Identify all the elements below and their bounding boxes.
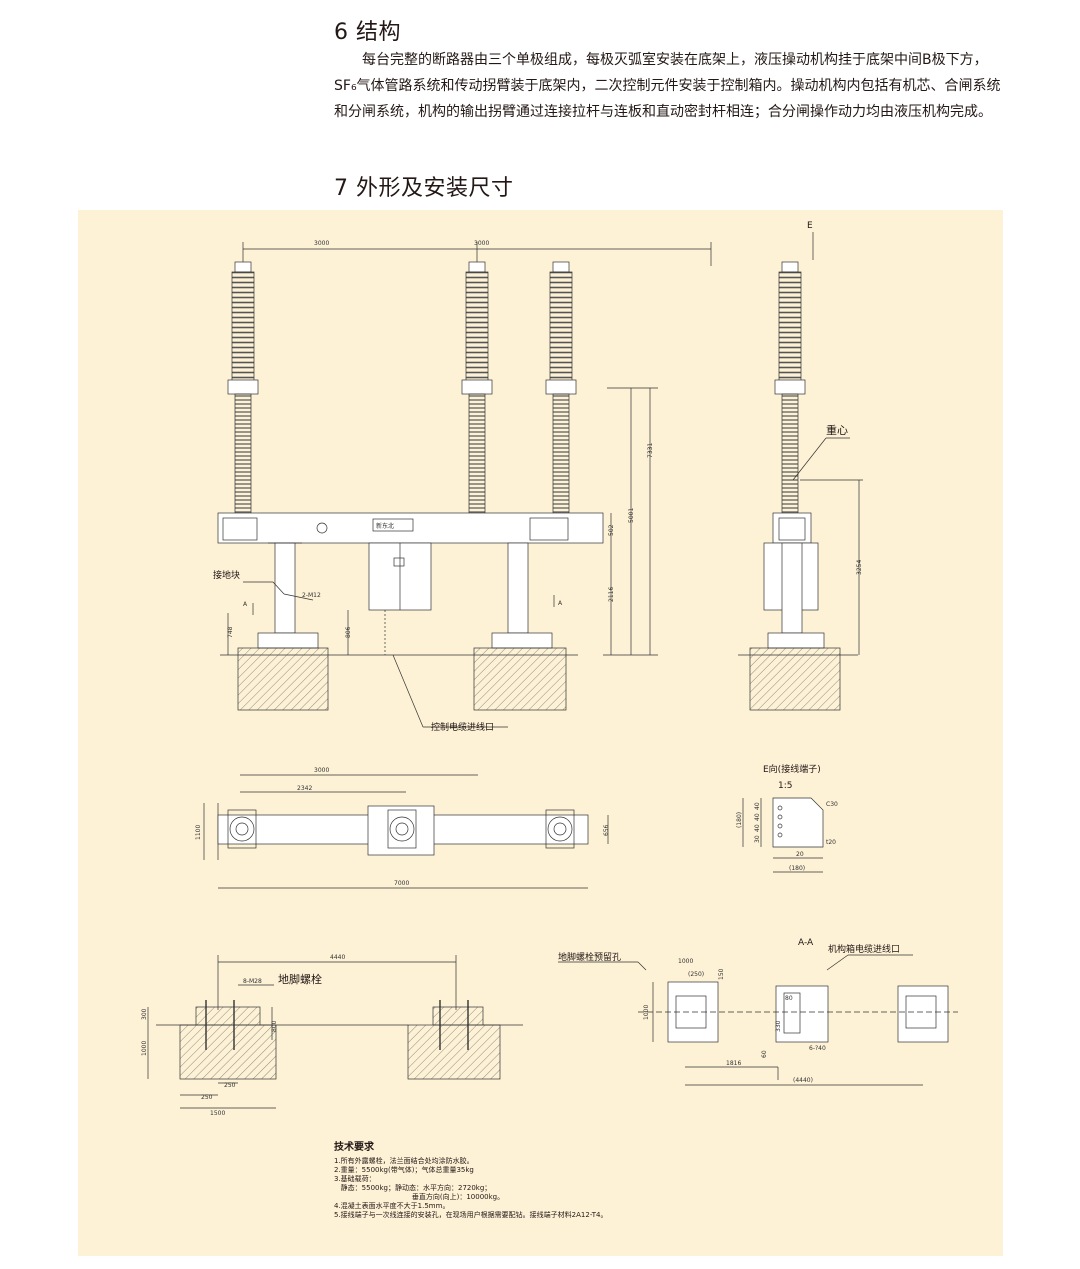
e-view-t20: t20 [826, 839, 836, 846]
aa-dim-250: (250) [688, 971, 704, 978]
section6-heading: 6 结构 [334, 20, 401, 45]
dim-total-height: 7331 [647, 443, 654, 458]
aa-dim-80: 80 [785, 995, 793, 1002]
e-view-dim-180: (180) [736, 812, 743, 828]
dim-plan-total: 7000 [394, 880, 409, 887]
dim-front-span-left: 3000 [314, 240, 329, 247]
aa-dim-1000w: 1000 [678, 958, 693, 965]
aa-holes-label: 6-?40 [809, 1045, 826, 1052]
view-e-label: E [807, 221, 813, 231]
tech-item: 5.接线端子与一次线连接的安装孔，在现场用户根据需要配钻。接线端子材料2A12-… [334, 1211, 608, 1219]
section-a-right: A [558, 600, 563, 607]
center-gravity-label: 重心 [826, 423, 848, 437]
aa-view [558, 954, 958, 1086]
section7-heading: 7 外形及安装尺寸 [334, 176, 514, 201]
section-a-left: A [243, 601, 248, 608]
e-view-dim-30: 30 [754, 835, 761, 843]
tech-item: 垂直方向(向上)：10000kg。 [334, 1193, 505, 1201]
dim-foot-height: 748 [227, 626, 234, 638]
dim-foundation-span: 4440 [330, 954, 345, 961]
tech-item: 2.重量：5500kg(带气体)；气体总重量35kg [334, 1166, 474, 1174]
aa-bolt-hole-label: 地脚螺栓预留孔 [558, 951, 621, 963]
tech-item: 4.混凝土表面水平度不大于1.5mm。 [334, 1202, 450, 1210]
frame-nameplate: 新东北 [376, 522, 394, 530]
aa-dim-150: 150 [718, 968, 725, 980]
tech-requirements: 技术要求 1.所有外露螺栓，法兰面结合处均涂防水胶。 2.重量：5500kg(带… [334, 1138, 607, 1220]
dim-frame-height: 502 [608, 524, 615, 536]
cable-inlet-label: 控制电缆进线口 [431, 721, 494, 733]
dim-foundation-800: 800 [271, 1020, 278, 1032]
dim-plan-offset: 2342 [297, 785, 312, 792]
e-view-dim-20: 20 [796, 851, 804, 858]
ground-block-label: 接地块 [213, 569, 240, 581]
dim-column-height: 5001 [628, 508, 635, 523]
aa-dim-1816: 1816 [726, 1060, 741, 1067]
tech-item: 3.基础载荷： [334, 1175, 376, 1183]
e-view-c30: C30 [826, 801, 838, 808]
dim-box-height: 806 [345, 626, 352, 638]
front-view [217, 242, 712, 728]
dim-plan-span: 3000 [314, 767, 329, 774]
e-view-title: E向(接线端子) [763, 763, 821, 775]
dim-foundation-300: 300 [141, 1008, 148, 1020]
plan-view [203, 774, 609, 889]
dim-plan-depth: 656 [603, 824, 610, 836]
dim-foundation-1500: 1500 [210, 1110, 225, 1117]
dim-cg-height: 3254 [856, 560, 863, 575]
e-view-scale: 1:5 [778, 781, 792, 791]
tech-title: 技术要求 [334, 1142, 374, 1153]
section6-body: 每台完整的断路器由三个单极组成，每极灭弧室安装在底架上，液压操动机构挂于底架中间… [334, 52, 1001, 120]
drawing-panel: 3000 3000 7331 5001 502 2116 748 806 接地块… [78, 210, 1003, 1256]
side-view [738, 232, 863, 711]
aa-dim-330: 330 [775, 1020, 782, 1032]
e-view-dim-40b: 40 [754, 813, 761, 821]
dim-foundation-1000: 1000 [141, 1041, 148, 1056]
aa-dim-4440: (4440) [793, 1077, 813, 1084]
e-view-dim-40c: 40 [754, 824, 761, 832]
foundation-bolt-spec: 8-M28 [243, 978, 262, 985]
aa-view-title: A-A [798, 938, 814, 948]
tech-item: 1.所有外露螺栓，法兰面结合处均涂防水胶。 [334, 1157, 474, 1165]
bolt-label: 2-M12 [302, 592, 321, 599]
foundation-view [147, 955, 523, 1109]
dim-front-span-right: 3000 [474, 240, 489, 247]
e-view-dim-40a: 40 [754, 802, 761, 810]
e-view-dim-180b: (180) [789, 865, 805, 872]
e-view [742, 797, 824, 873]
tech-item: 静态：5500kg；静动态：水平方向：2720kg； [334, 1184, 492, 1192]
aa-dim-1000h: 1000 [643, 1005, 650, 1020]
technical-drawing: 3000 3000 7331 5001 502 2116 748 806 接地块… [141, 221, 958, 1117]
aa-dim-60: 60 [761, 1050, 768, 1058]
anchor-bolt-label: 地脚螺栓 [278, 972, 322, 986]
dim-support-height: 2116 [608, 587, 615, 602]
dim-plan-width: 1100 [195, 825, 202, 840]
dim-foundation-250a: 250 [224, 1082, 236, 1089]
dim-foundation-250b: 250 [201, 1094, 213, 1101]
aa-cable-inlet-label: 机构箱电缆进线口 [828, 943, 900, 955]
